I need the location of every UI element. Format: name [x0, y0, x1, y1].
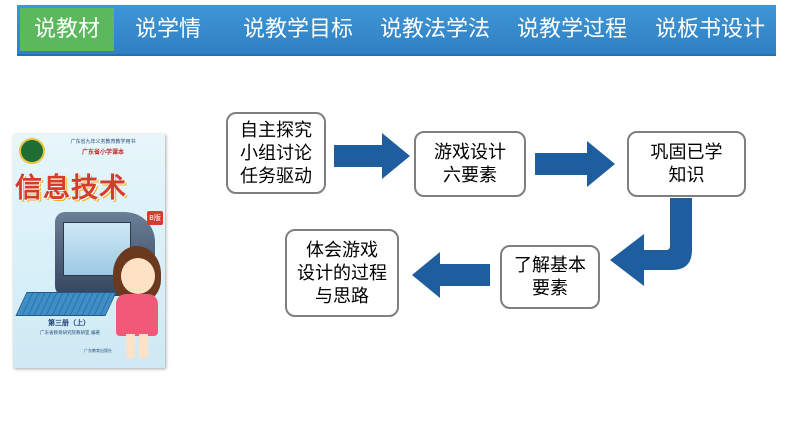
flow-step-explore-text: 自主探究 小组讨论 任务驱动: [240, 119, 312, 188]
flow-step-basic-elements: 了解基本 要素: [500, 245, 600, 309]
tab-teaching-methods[interactable]: 说教法学法: [380, 5, 490, 54]
edition-badge: [19, 138, 45, 164]
girl-illustration-legs: [126, 334, 148, 358]
tab-teaching-process[interactable]: 说教学过程: [517, 5, 627, 54]
arrow-curved-down-left-icon: [608, 198, 698, 294]
keyboard-illustration: [15, 292, 116, 316]
book-series: 广东省小学课本: [43, 147, 163, 156]
book-edition: B版: [147, 211, 163, 225]
book-title: 信息技术: [15, 166, 165, 205]
tab-textbook[interactable]: 说教材: [20, 8, 114, 51]
tab-teaching-goals[interactable]: 说教学目标: [243, 5, 353, 54]
book-publisher-line: 广东省九年义务教育教学用书: [43, 138, 163, 145]
arrow-right-1-icon: [334, 131, 412, 181]
flow-step-experience-text: 体会游戏 设计的过程 与思路: [297, 239, 387, 308]
girl-illustration-dress: [116, 294, 158, 336]
book-editor: 广东省教育研究院教研室 编著: [25, 330, 115, 336]
arrow-right-2-icon: [535, 139, 617, 189]
top-nav-bar: 说教材 说学情 说教学目标 说教法学法 说教学过程 说板书设计: [17, 5, 776, 56]
tab-students[interactable]: 说学情: [135, 5, 201, 54]
textbook-cover: 广东省九年义务教育教学用书 广东省小学课本 信息技术 B版 第三册（上） 广东省…: [13, 134, 165, 368]
flow-step-consolidate: 巩固已学 知识: [627, 131, 746, 197]
flow-step-game-elements-text: 游戏设计 六要素: [434, 141, 506, 187]
book-volume: 第三册（上）: [39, 318, 99, 328]
flow-step-experience: 体会游戏 设计的过程 与思路: [285, 229, 399, 317]
book-publisher: 广东教育出版社: [63, 348, 133, 353]
flow-step-basic-elements-text: 了解基本 要素: [514, 254, 586, 300]
tab-board-design[interactable]: 说板书设计: [655, 5, 765, 54]
flow-step-game-elements: 游戏设计 六要素: [414, 131, 526, 197]
flow-step-consolidate-text: 巩固已学 知识: [651, 141, 723, 187]
girl-illustration-face: [121, 258, 155, 294]
flow-step-explore: 自主探究 小组讨论 任务驱动: [226, 112, 326, 194]
arrow-left-icon: [410, 250, 492, 300]
